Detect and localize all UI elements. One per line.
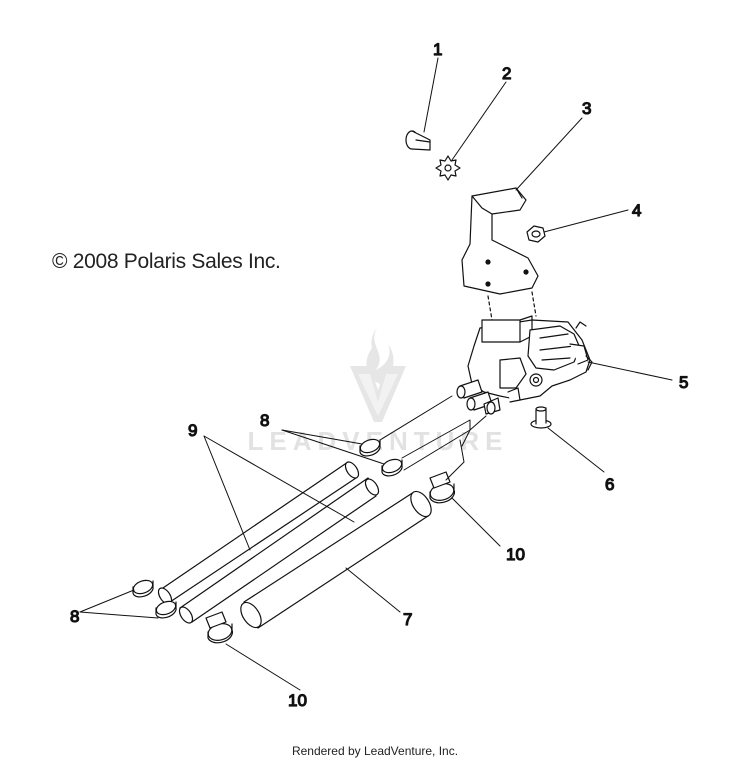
part-9-hose-upper[interactable] xyxy=(156,460,361,607)
part-8-clamp-lower-a[interactable] xyxy=(132,578,155,598)
callout-4: 4 xyxy=(632,201,641,220)
callout-8-bottom: 8 xyxy=(70,607,79,626)
callout-7: 7 xyxy=(403,610,412,629)
leader-lines xyxy=(79,57,673,691)
part-3-bracket[interactable] xyxy=(461,187,539,295)
part-8-clamp-upper-a[interactable] xyxy=(359,437,382,457)
part-9-hose-lower[interactable] xyxy=(177,477,381,626)
part-8-clamp-upper-b[interactable] xyxy=(381,457,404,477)
copyright-notice: © 2008 Polaris Sales Inc. xyxy=(52,250,281,273)
part-2-star-washer[interactable] xyxy=(435,155,461,181)
part-10-clamp-right[interactable] xyxy=(428,471,456,504)
watermark-logo-icon xyxy=(350,326,406,422)
callout-2: 2 xyxy=(502,64,511,83)
callout-10-bottom: 10 xyxy=(288,691,307,710)
part-4-nut[interactable] xyxy=(526,225,546,243)
footer-credit: Rendered by LeadVenture, Inc. xyxy=(291,744,459,758)
part-7-hose[interactable] xyxy=(237,488,436,631)
callout-6: 6 xyxy=(605,475,614,494)
callout-10-right: 10 xyxy=(506,545,525,564)
part-10-clamp-bottom[interactable] xyxy=(205,611,234,644)
part-8-clamp-lower-b[interactable] xyxy=(155,599,178,619)
part-6-bolt[interactable] xyxy=(530,406,552,429)
callout-5: 5 xyxy=(679,373,688,392)
part-1-rivet[interactable] xyxy=(405,130,431,151)
callout-1: 1 xyxy=(433,40,442,59)
callout-9: 9 xyxy=(188,421,197,440)
part-5-valve-assembly[interactable] xyxy=(456,315,593,415)
callout-8-top: 8 xyxy=(260,411,269,430)
callout-3: 3 xyxy=(582,99,591,118)
